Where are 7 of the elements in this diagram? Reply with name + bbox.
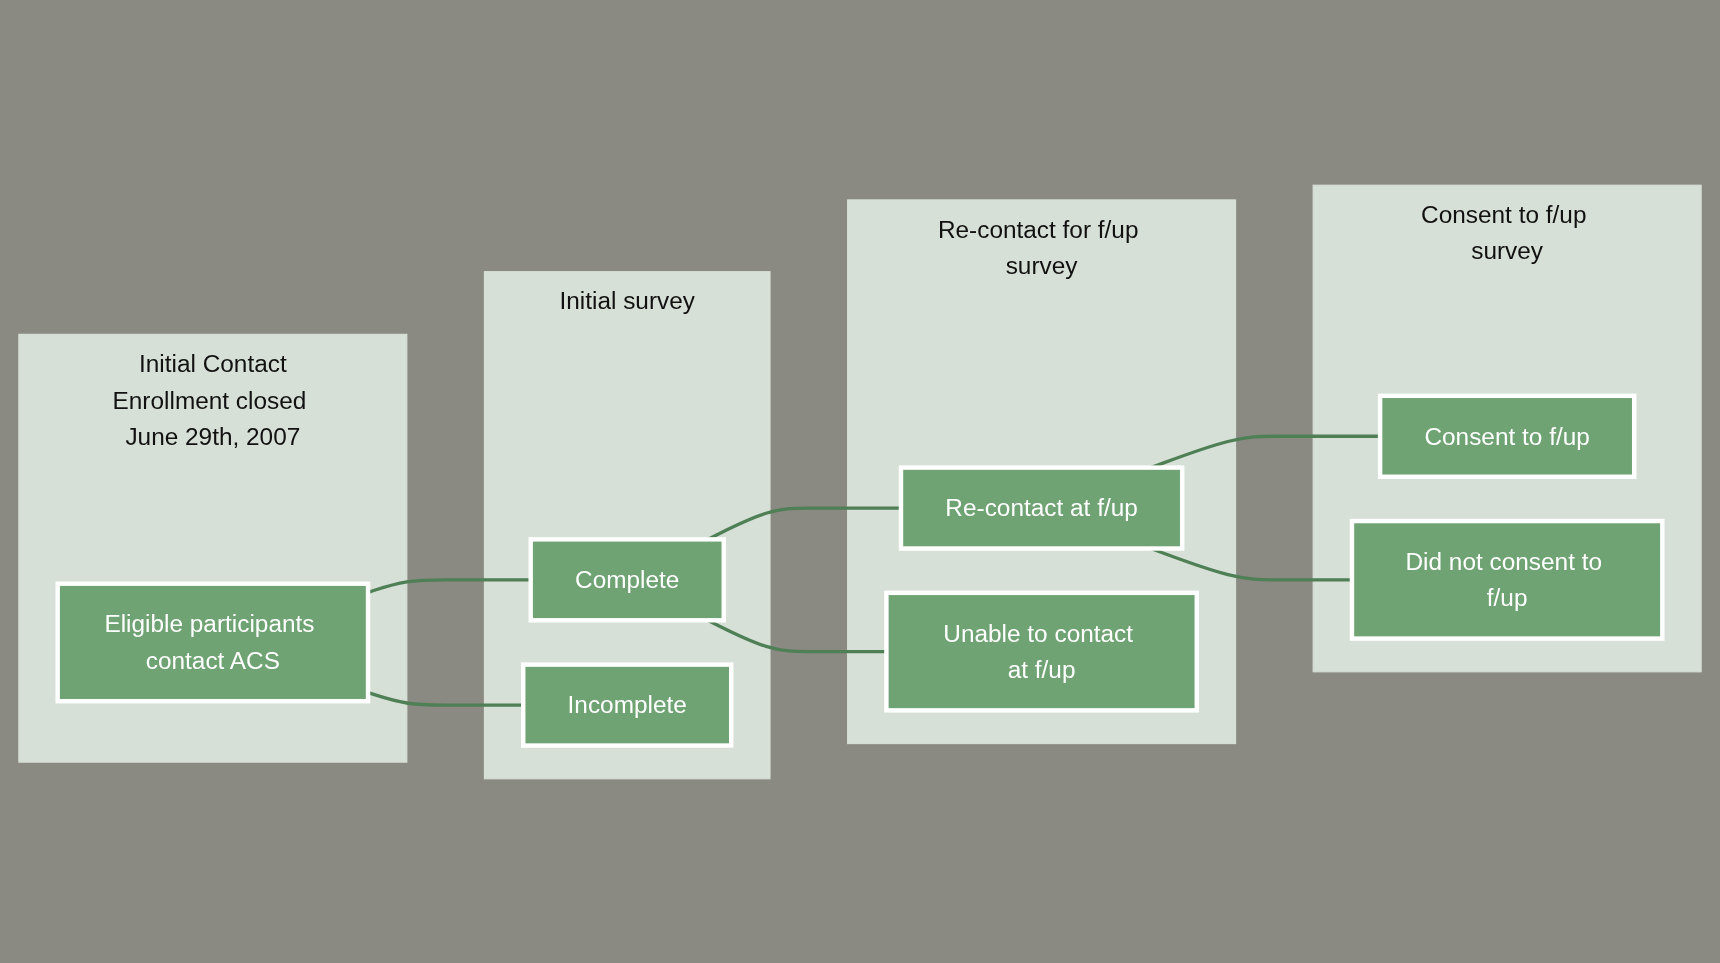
node-box: Consent to f/up <box>1377 393 1637 479</box>
node-box: Complete <box>528 536 726 622</box>
node-box: Incomplete <box>521 661 734 748</box>
node-box: Eligible participants contact ACS <box>55 581 371 703</box>
node-box: Re-contact at f/up <box>898 464 1185 551</box>
node-box: Unable to contact at f/up <box>884 590 1199 713</box>
node-box: Did not consent to f/up <box>1349 518 1665 641</box>
